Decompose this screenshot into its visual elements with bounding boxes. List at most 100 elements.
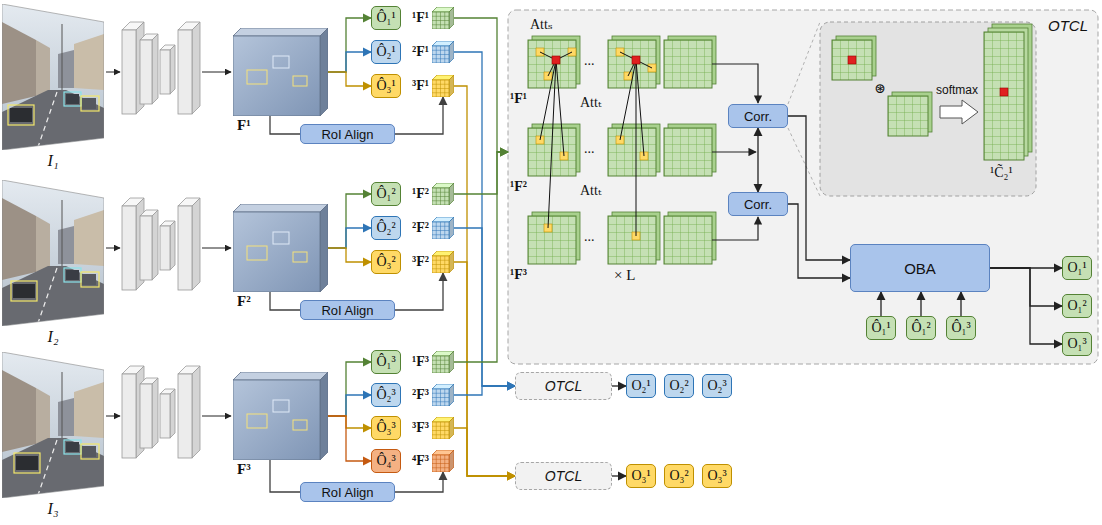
roi-feature: ⁴F³ bbox=[432, 450, 454, 472]
node-label: O₃³ bbox=[707, 469, 726, 483]
cube-grid bbox=[432, 230, 449, 231]
node-label: O₂² bbox=[669, 379, 688, 393]
car bbox=[13, 284, 35, 298]
backbone-network bbox=[122, 366, 200, 458]
photo-content bbox=[2, 180, 104, 326]
node-label: ⁴F³ bbox=[412, 454, 429, 468]
flow-arrow bbox=[202, 72, 231, 73]
detection-box: Ô₃² bbox=[371, 250, 401, 274]
building bbox=[74, 382, 104, 438]
connector bbox=[612, 475, 626, 476]
pole bbox=[62, 200, 63, 266]
node-label: ¹F³ bbox=[412, 355, 429, 369]
track-output: O₁² bbox=[1062, 294, 1092, 318]
attention-label: Attₜ bbox=[580, 96, 601, 110]
illustration-part bbox=[548, 60, 556, 228]
node-label: O₃¹ bbox=[631, 469, 650, 483]
detection-box: Ô₃¹ bbox=[371, 74, 401, 98]
lane-marking bbox=[37, 268, 57, 326]
connector bbox=[328, 72, 371, 86]
track-output: O₃² bbox=[664, 464, 694, 488]
zoom-lines bbox=[788, 22, 820, 196]
building bbox=[36, 216, 50, 272]
photo-border bbox=[2, 4, 104, 150]
node-label: Ô₁¹ bbox=[376, 11, 395, 25]
roi-outline bbox=[293, 420, 307, 430]
connector bbox=[395, 273, 443, 310]
detection-box: Ô₁² bbox=[906, 316, 936, 340]
node-label: Ô₃² bbox=[376, 255, 395, 269]
connector bbox=[328, 228, 371, 248]
node-label: ²F¹ bbox=[412, 45, 429, 59]
node-label: Ô₁³ bbox=[376, 355, 395, 369]
node-label: O₂¹ bbox=[631, 379, 650, 393]
node-label: RoI Align bbox=[321, 486, 373, 499]
illustration-part bbox=[552, 56, 560, 64]
node-label: ¹F¹ bbox=[412, 11, 429, 25]
cube-front bbox=[432, 256, 449, 273]
node-label: Ô₁² bbox=[376, 187, 395, 201]
building bbox=[2, 198, 36, 280]
roi-align-box: RoI Align bbox=[300, 124, 395, 144]
sky bbox=[2, 4, 104, 150]
slab-side bbox=[320, 204, 328, 292]
feature-map: F² bbox=[233, 204, 328, 292]
track-output: O₂¹ bbox=[626, 374, 656, 398]
pole bbox=[62, 372, 63, 438]
cube-front bbox=[432, 422, 449, 439]
street-photo bbox=[2, 352, 104, 498]
illustration-part bbox=[556, 60, 564, 156]
car bbox=[82, 274, 96, 285]
photo-border bbox=[2, 180, 104, 326]
bounding-box bbox=[64, 440, 81, 454]
connector bbox=[788, 116, 850, 260]
connector bbox=[454, 86, 515, 476]
connector bbox=[757, 128, 758, 192]
correlation-inset: ⊛softmax¹C̃₂¹ bbox=[820, 22, 1036, 196]
detection-box: Ô₁¹ bbox=[371, 6, 401, 30]
connector bbox=[328, 248, 371, 262]
roi-feature: ¹F¹ bbox=[432, 7, 454, 29]
node-label: ²F² bbox=[412, 221, 429, 235]
building bbox=[36, 388, 50, 444]
roi-outline bbox=[247, 70, 267, 84]
ellipsis: ... bbox=[584, 142, 595, 156]
feature-cube bbox=[432, 75, 454, 97]
cube-grid bbox=[444, 46, 445, 63]
feature-map: F³ bbox=[233, 372, 328, 460]
track-output: O₂³ bbox=[702, 374, 732, 398]
flow-arrow bbox=[106, 248, 120, 249]
connector bbox=[328, 416, 371, 428]
cube-grid bbox=[432, 92, 449, 93]
feature-cube bbox=[432, 351, 454, 373]
feature-label: ¹F³ bbox=[510, 268, 527, 282]
cube-grid bbox=[432, 20, 449, 21]
car bbox=[10, 108, 32, 122]
slab-top bbox=[233, 372, 328, 380]
correlation-maps bbox=[832, 24, 1032, 160]
slab-side bbox=[320, 28, 328, 116]
cube-grid bbox=[432, 54, 449, 55]
bounding-box bbox=[11, 281, 37, 301]
illustration-part bbox=[620, 60, 636, 140]
node-label: Ô₃³ bbox=[376, 421, 395, 435]
oba-box: OBA bbox=[850, 244, 990, 292]
cube-grid bbox=[432, 434, 449, 435]
node-label: Ô₃¹ bbox=[376, 79, 395, 93]
building bbox=[74, 210, 104, 266]
connector bbox=[920, 292, 921, 316]
feature-label: ¹F¹ bbox=[510, 92, 527, 106]
cube-grid bbox=[432, 24, 449, 25]
connector bbox=[328, 194, 371, 248]
roi-outline bbox=[273, 232, 289, 244]
detection-box: Ô₁² bbox=[371, 182, 401, 206]
connector bbox=[328, 52, 371, 72]
detection-box: Ô₄³ bbox=[371, 449, 401, 473]
node-label: ³F¹ bbox=[412, 79, 429, 93]
track-output: O₁¹ bbox=[1062, 256, 1092, 280]
connector bbox=[454, 262, 515, 476]
node-label: ¹F² bbox=[412, 187, 429, 201]
feature-cube bbox=[432, 41, 454, 63]
attention-label: Attₜ bbox=[580, 184, 601, 198]
cube-grid bbox=[432, 368, 449, 369]
